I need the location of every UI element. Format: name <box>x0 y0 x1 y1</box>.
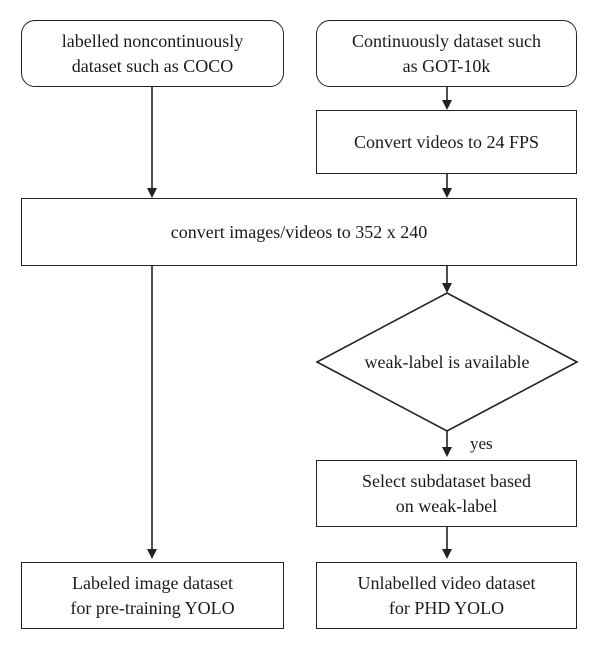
decision-label: weak-label is available <box>364 351 530 372</box>
node-got10k-dataset: Continuously dataset such as GOT-10k <box>316 20 577 87</box>
edge-label-yes: yes <box>470 434 493 453</box>
decision-diamond <box>315 292 579 432</box>
node-select-subdataset: Select subdataset based on weak-label <box>316 460 577 527</box>
node-coco-line2: dataset such as COCO <box>71 55 234 76</box>
node-resize-line1: convert images/videos to 352 x 240 <box>170 221 428 242</box>
node-convert-fps: Convert videos to 24 FPS <box>316 110 577 174</box>
node-fps-line1: Convert videos to 24 FPS <box>353 131 540 152</box>
node-unlabelled-line1: Unlabelled video dataset <box>357 573 536 594</box>
node-labeled-image-dataset: Labeled image dataset for pre-training Y… <box>21 562 284 629</box>
node-coco-dataset: labelled noncontinuously dataset such as… <box>21 20 284 87</box>
node-convert-resolution: convert images/videos to 352 x 240 <box>21 198 577 266</box>
node-labeled-line2: for pre-training YOLO <box>70 597 235 618</box>
node-got10k-line1: Continuously dataset such <box>352 31 541 52</box>
node-labeled-line1: Labeled image dataset <box>72 573 233 594</box>
node-unlabelled-line2: for PHD YOLO <box>388 597 505 618</box>
node-got10k-line2: as GOT-10k <box>402 55 491 76</box>
node-coco-line1: labelled noncontinuously <box>61 31 244 52</box>
node-subset-line1: Select subdataset based <box>362 471 531 492</box>
node-subset-line2: on weak-label <box>395 495 498 516</box>
node-unlabelled-video-dataset: Unlabelled video dataset for PHD YOLO <box>316 562 577 629</box>
